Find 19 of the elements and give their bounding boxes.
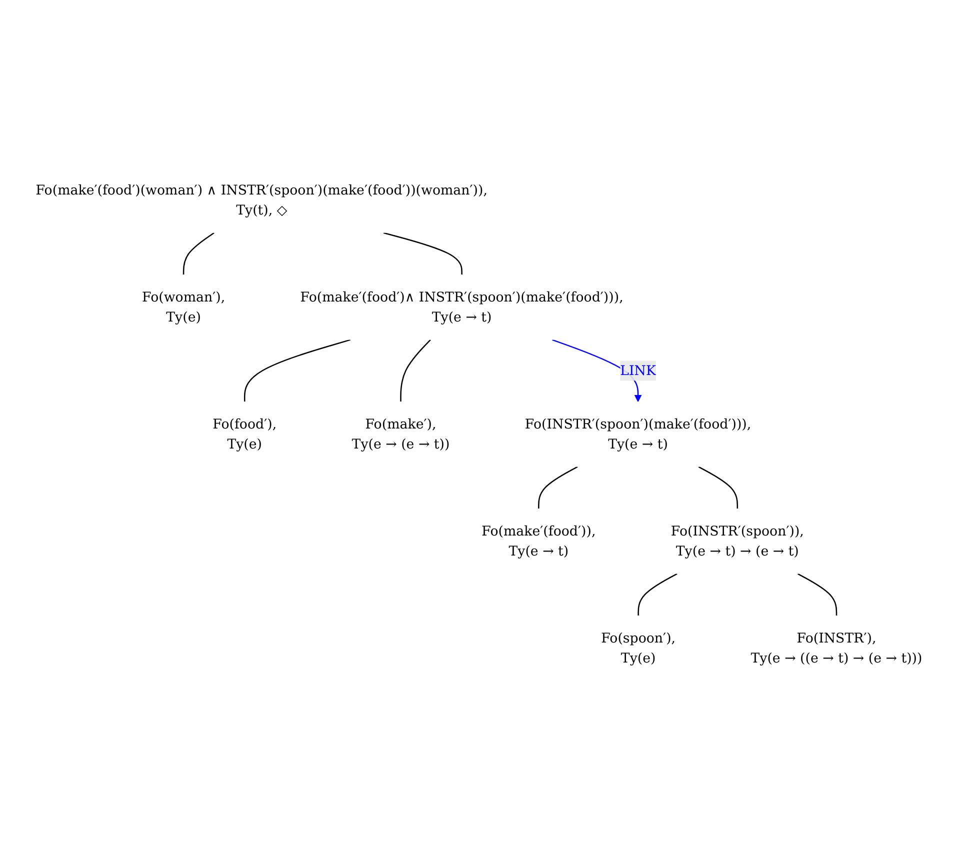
node-text: Fo(spoon′), Ty(e): [601, 630, 676, 666]
node-text: Fo(make′(food′)∧ INSTR′(spoon′)(make′(food′))), Ty(e → t): [300, 288, 624, 325]
connector: [798, 573, 838, 616]
connector: [538, 466, 578, 508]
node-text: Fo(make′(food′)(woman′) ∧ INSTR′(spoon′)(make′(food′))(woman′)), Ty(t), ◇: [36, 182, 488, 218]
connector: [698, 466, 738, 508]
node-text: Fo(food′), Ty(e): [212, 416, 277, 452]
node-text: Fo(INSTR′(spoon′)), Ty(e → t) → (e → t): [670, 522, 804, 559]
connector: [383, 232, 462, 274]
connector: [182, 232, 214, 274]
node-text: Fo(make′), Ty(e → (e → t)): [352, 416, 450, 452]
node-text: Fo(make′(food′)), Ty(e → t): [482, 522, 596, 559]
node-text: Fo(woman′), Ty(e): [142, 288, 226, 325]
connector: [244, 339, 351, 402]
node-text: Fo(INSTR′), Ty(e → ((e → t) → (e → t))): [750, 630, 922, 666]
node-text: Fo(INSTR′(spoon′)(make′(food′))), Ty(e → t): [524, 416, 752, 452]
connector: [400, 339, 431, 402]
tree-diagram: LINK Fo(make′(food′)(woman′) ∧ INSTR′(spoon′)(make′(food′))(woman′)), Ty(t), ◇ Fo(woman′), Ty(e) Fo(make′(food′)∧ INSTR′(spoon′)(make′(food′))), Ty(e → t) Fo(food′), Ty(e) Fo(make′), Ty(e → (e → t)) Fo(INSTR′(spoon′)(make′(food′))), Ty(e → t) Fo(make′(food′)), Ty(e → t) Fo(INSTR′(spoon′)), Ty(e → t) → (e → t) Fo(spoon′), Ty(e) Fo(INSTR′), Ty(e → ((e → t) → (e → t))): [4, 160, 954, 688]
connector: [638, 573, 678, 616]
